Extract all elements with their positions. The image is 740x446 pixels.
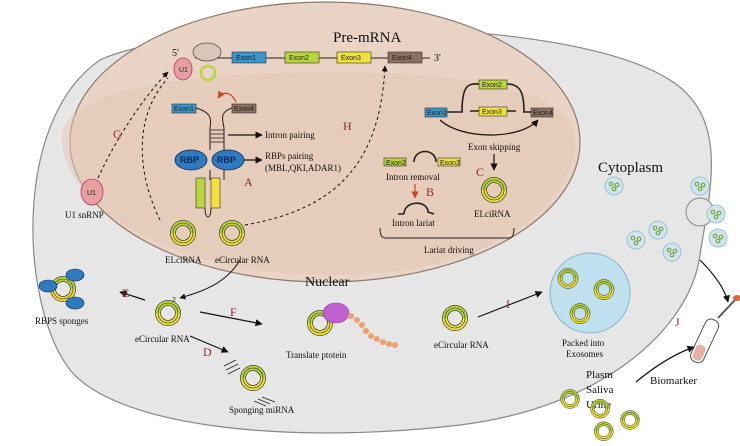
sponge-rbp-1 bbox=[38, 279, 58, 293]
step-a-label: A bbox=[244, 175, 253, 189]
rbps-sponges-label: RBPS sponges bbox=[35, 316, 89, 326]
u1-snrnp-icon bbox=[80, 178, 104, 206]
skip-exon4: Exon4 bbox=[533, 110, 553, 117]
step-i-label: I bbox=[506, 297, 510, 311]
elcirna-label-right: ELciRNA bbox=[474, 209, 511, 219]
rbps-pairing-proteins: (MBL,QKI,ADAR1) bbox=[265, 163, 341, 173]
intron-lariat-label: Intron lariat bbox=[392, 218, 435, 228]
u1-snrnp-inner: U1 bbox=[87, 190, 96, 197]
step-e-label: E bbox=[122, 286, 129, 300]
sponge-rbp-3 bbox=[65, 296, 85, 310]
nuclear-label: Nuclear bbox=[305, 275, 350, 290]
exon1-label: Exon1 bbox=[236, 55, 256, 62]
exon-skipping-label: Exon skipping bbox=[468, 142, 521, 152]
mini-ring-icon bbox=[199, 64, 217, 82]
intron-pairing-label: Intron pairing bbox=[265, 130, 315, 140]
vesicle-6 bbox=[604, 176, 624, 196]
step-b-label: B bbox=[426, 185, 434, 199]
ecircular-label-top: eCircular RNA bbox=[215, 255, 270, 265]
exon3-box bbox=[336, 51, 372, 64]
cytoplasm-label: Cytoplasm bbox=[598, 160, 663, 176]
step-d-label: D bbox=[203, 345, 212, 359]
pairing-lines bbox=[210, 129, 224, 143]
exosome-icon bbox=[549, 252, 631, 334]
saliva-label: Saliva bbox=[586, 384, 614, 396]
rbp-right-label: RBP bbox=[217, 155, 236, 165]
ecircular-label-exo: eCircular RNA bbox=[434, 340, 489, 350]
vesicle-3 bbox=[662, 242, 682, 262]
fluid-ring-4 bbox=[592, 419, 616, 443]
lariat-exon2: Exon2 bbox=[386, 160, 406, 167]
lariat-driving-label: Lariat driving bbox=[424, 245, 474, 255]
plasm-label: Plasm bbox=[586, 369, 613, 381]
vesicle-7 bbox=[690, 176, 710, 196]
u1-small-icon bbox=[173, 57, 193, 81]
skip-exon1: Exon1 bbox=[427, 110, 447, 117]
vesicle-2 bbox=[648, 220, 668, 240]
hairpin-exon1: Exon1 bbox=[174, 106, 194, 113]
pre-mrna-title: Pre-mRNA bbox=[333, 30, 401, 46]
intron-removal-label: Intron removal bbox=[386, 172, 440, 182]
mirna-strands bbox=[223, 359, 276, 407]
packed-label-1: Packed into bbox=[562, 338, 605, 348]
step-g-label: G bbox=[113, 127, 122, 141]
step-c-label: C bbox=[476, 165, 484, 179]
rbps-pairing-label: RBPs pairing bbox=[265, 151, 314, 161]
u1-small-label: U1 bbox=[179, 67, 188, 74]
skip-exon3: Exon3 bbox=[482, 109, 502, 116]
rbp-left-label: RBP bbox=[180, 155, 199, 165]
test-tube-icon bbox=[689, 318, 720, 364]
u1-snrnp-label: U1 snRNP bbox=[65, 210, 104, 220]
five-prime-label: 5' bbox=[172, 48, 179, 59]
exon4-label: Exon4 bbox=[392, 55, 412, 62]
hairpin-exon4: Exon4 bbox=[234, 106, 254, 113]
biomarker-label: Biomarker bbox=[650, 375, 697, 387]
sponge-rbp-2 bbox=[65, 268, 85, 282]
elcirna-label: ELciRNA bbox=[165, 255, 202, 265]
pipette-icon bbox=[717, 295, 740, 319]
exon2-label: Exon2 bbox=[289, 55, 309, 62]
translate-label: Translate ptotein bbox=[286, 350, 347, 360]
fluid-ring-3 bbox=[618, 408, 642, 432]
step-h-label: H bbox=[343, 119, 352, 133]
step-f-label: F bbox=[230, 305, 237, 319]
vesicle-4 bbox=[706, 204, 726, 224]
exon2-box bbox=[284, 51, 320, 64]
three-prime-label: 3' bbox=[434, 53, 441, 64]
vesicle-1 bbox=[626, 230, 646, 250]
spliceosome-icon bbox=[192, 42, 222, 62]
ribosome-icon bbox=[322, 302, 350, 324]
sponging-mirna-label: Sponging miRNA bbox=[229, 405, 295, 415]
fluid-ring-1 bbox=[558, 387, 582, 411]
step-j-label: J bbox=[675, 315, 680, 329]
rbp-left-icon bbox=[174, 149, 208, 171]
exon4-box bbox=[387, 51, 423, 64]
exon1-box bbox=[231, 51, 267, 64]
skip-exon2: Exon2 bbox=[482, 82, 502, 89]
vesicle-5 bbox=[708, 228, 728, 248]
ring-main-num: 2 bbox=[172, 297, 176, 304]
exon3-label: Exon3 bbox=[341, 55, 361, 62]
packed-label-2: Exosomes bbox=[566, 349, 603, 359]
peptide-chain bbox=[348, 313, 398, 348]
lariat-exon3: Exon3 bbox=[440, 160, 460, 167]
ecircular-label-main: eCircular RNA bbox=[135, 334, 190, 344]
